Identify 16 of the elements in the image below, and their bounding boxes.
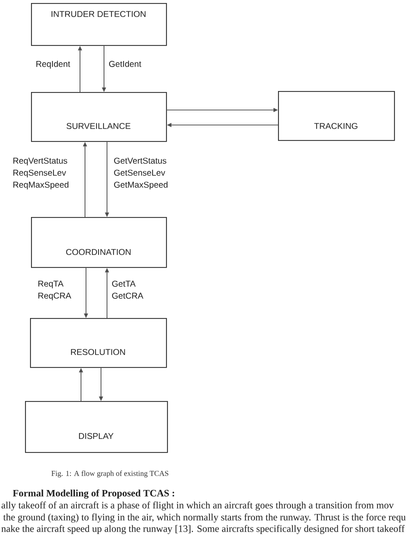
body-text: ally takeoff of an aircraft is a phase of flight in which an aircraft goes through a transition from mov	[2, 502, 394, 511]
body-text: the ground (taxing) to flying in the air, which normally starts from the runway. Thrust is the force requ	[3, 514, 406, 523]
edge-label: ReqIdent	[35, 60, 74, 70]
process-box: SURVEILLANCE	[31, 92, 167, 142]
edge-label: ReqVertStatus ReqSenseLev ReqMaxSpeed	[12, 157, 76, 190]
process-box: TRACKING	[278, 91, 395, 141]
process-box: DISPLAY	[25, 401, 168, 453]
process-box: INTRUDER DETECTION	[31, 3, 167, 46]
edge-label: ReqTA ReqCRA	[37, 280, 78, 301]
edge-label: GetIdent	[108, 60, 148, 68]
section-heading: Formal Modelling of Proposed TCAS :	[12, 489, 174, 499]
process-box: COORDINATION	[31, 217, 167, 268]
process-box: RESOLUTION	[30, 318, 167, 368]
edge-label: GetTA GetCRA	[111, 280, 152, 300]
edge-label: GetVertStatus GetSenseLev GetMaxSpeed	[113, 157, 176, 190]
body-text: nake the aircraft speed up along the runway [13]. Some aircrafts specifically designed for short takeoff	[1, 525, 405, 534]
